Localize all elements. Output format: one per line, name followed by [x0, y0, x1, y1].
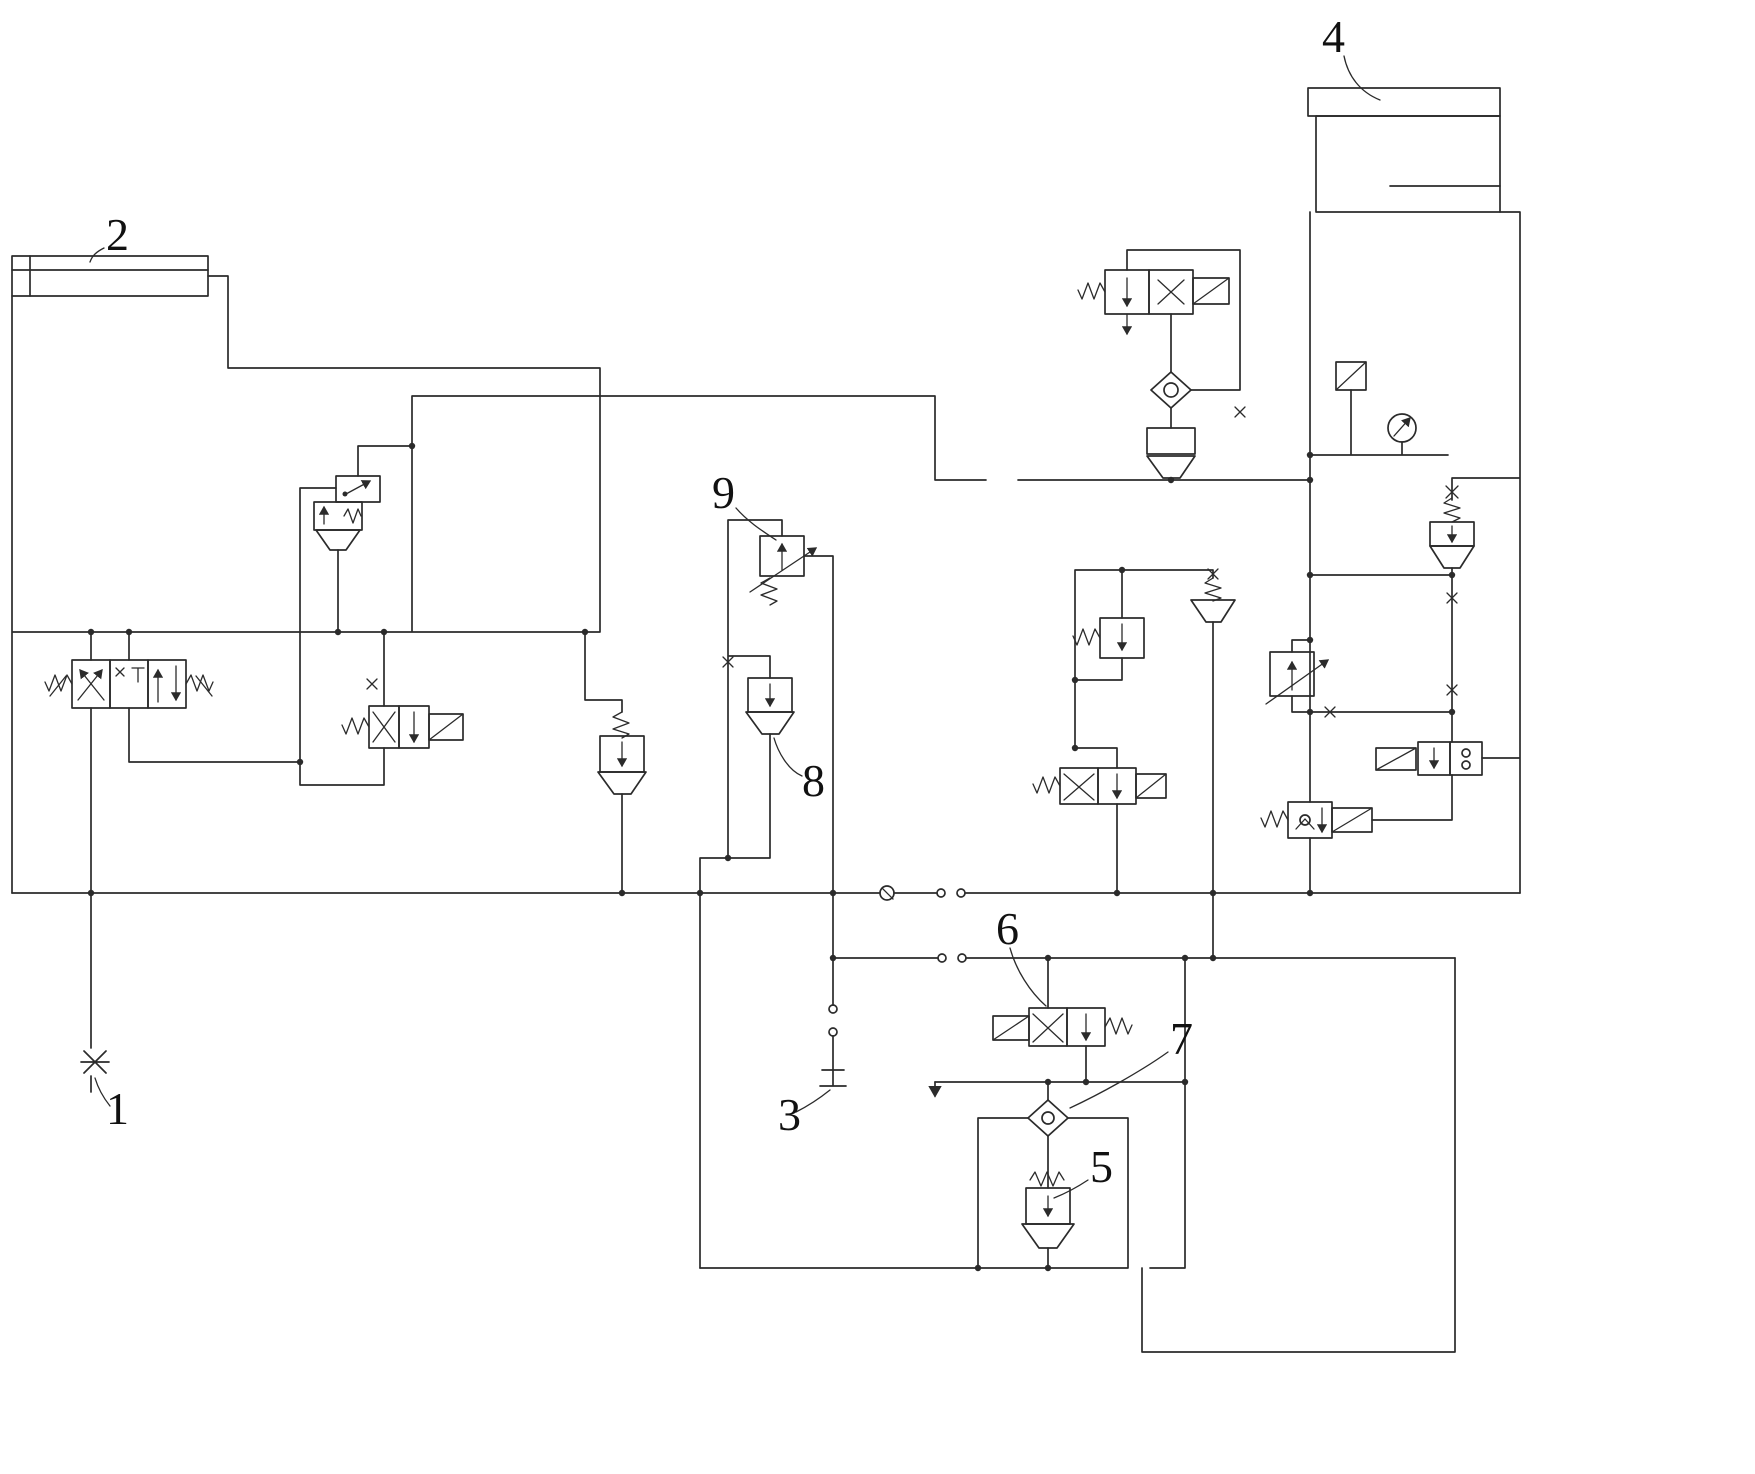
pressure-gauge [1387, 413, 1417, 443]
solenoid-valve-cluster [1032, 767, 1167, 805]
solenoid-valve-left [341, 705, 464, 749]
label-3: 3 [778, 1089, 801, 1140]
solenoid-valve-top-right [1077, 269, 1230, 336]
label-4: 4 [1322, 11, 1345, 62]
plugged-port-marks [366, 406, 1458, 718]
solenoid-valve-right-upper [1375, 741, 1483, 776]
relief-valve-5 [1021, 1171, 1075, 1249]
cylinder-4 [1307, 87, 1501, 213]
piping-network [11, 211, 1521, 1353]
solenoid-valve-6 [992, 1007, 1133, 1047]
label-1: 1 [106, 1083, 129, 1134]
relief-valve-right [1429, 485, 1475, 569]
directional-valve-4-3 [44, 659, 214, 709]
relief-valve-center-left [597, 711, 647, 795]
solenoid-check-valve-right-lower [1260, 801, 1373, 839]
relief-valve-cluster [1072, 617, 1145, 659]
coupling-symbols [828, 885, 967, 1037]
solenoid-indicator [1335, 361, 1367, 391]
label-9: 9 [712, 467, 735, 518]
label-8: 8 [802, 755, 825, 806]
check-valve-block-top-right [1146, 371, 1196, 479]
label-7: 7 [1170, 1013, 1193, 1064]
reducing-valve-with-pressure-switch [313, 475, 381, 551]
check-valve-7 [1027, 1099, 1069, 1137]
label-6: 6 [996, 903, 1019, 954]
cylinder-2 [11, 255, 209, 297]
pressure-valve-9 [749, 535, 818, 606]
flow-control-valve-right [1265, 651, 1330, 705]
label-leaders [89, 55, 1381, 1199]
junction-dots [87, 442, 1456, 1272]
label-2: 2 [106, 209, 129, 260]
label-5: 5 [1090, 1141, 1113, 1192]
spring-cone-valve [1190, 577, 1236, 623]
reducing-valve-8 [745, 677, 795, 735]
